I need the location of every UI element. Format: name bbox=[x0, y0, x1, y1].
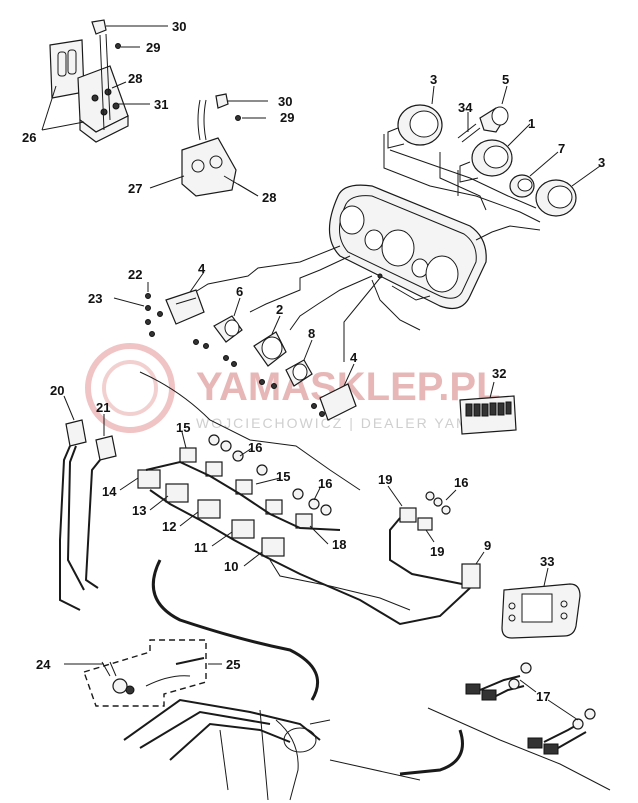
bracket-assembly-left bbox=[41, 19, 168, 143]
callout-23: 23 bbox=[88, 291, 102, 306]
switch-panel bbox=[459, 381, 517, 435]
callout-2: 2 bbox=[276, 302, 283, 317]
callout-13: 13 bbox=[132, 503, 146, 518]
callout-31: 31 bbox=[154, 97, 168, 112]
vehicle-body-outline bbox=[123, 559, 611, 801]
callout-29a: 29 bbox=[146, 40, 160, 55]
watermark-logo bbox=[85, 343, 175, 433]
side-harness bbox=[59, 371, 361, 611]
callout-16b: 16 bbox=[318, 476, 332, 491]
callout-29b: 29 bbox=[280, 110, 294, 125]
callout-28a: 28 bbox=[128, 71, 142, 86]
callout-32: 32 bbox=[492, 366, 506, 381]
callout-30a: 30 bbox=[172, 19, 186, 34]
callout-33: 33 bbox=[540, 554, 554, 569]
callout-19b: 19 bbox=[430, 544, 444, 559]
callout-15a: 15 bbox=[176, 420, 190, 435]
callout-15b: 15 bbox=[276, 469, 290, 484]
callout-25: 25 bbox=[226, 657, 240, 672]
harness-17 bbox=[465, 662, 596, 755]
callout-4a: 4 bbox=[198, 261, 206, 276]
callout-30b: 30 bbox=[278, 94, 292, 109]
watermark: YAMASKLEP.PL WOJCIECHOWICZ | DEALER YAMA… bbox=[85, 343, 504, 433]
harness-brackets bbox=[113, 271, 357, 421]
callout-20: 20 bbox=[50, 383, 64, 398]
callout-3b: 3 bbox=[598, 155, 605, 170]
callout-12: 12 bbox=[162, 519, 176, 534]
callout-27: 27 bbox=[128, 181, 142, 196]
callout-17: 17 bbox=[536, 689, 550, 704]
callout-18: 18 bbox=[332, 537, 346, 552]
callout-11: 11 bbox=[194, 540, 208, 555]
callout-21: 21 bbox=[96, 400, 110, 415]
instrument-panel-housing bbox=[191, 184, 541, 362]
callout-28b: 28 bbox=[262, 190, 276, 205]
callout-16a: 16 bbox=[248, 440, 262, 455]
connector-group bbox=[119, 431, 471, 626]
callout-3a: 3 bbox=[430, 72, 437, 87]
callout-4b: 4 bbox=[350, 350, 358, 365]
gauge-cluster-parts bbox=[383, 85, 601, 223]
callout-10: 10 bbox=[224, 559, 238, 574]
display-unit bbox=[501, 567, 581, 639]
callout-8: 8 bbox=[308, 326, 315, 341]
watermark-subtitle: WOJCIECHOWICZ | DEALER YAMAHA bbox=[196, 415, 504, 431]
callout-22: 22 bbox=[128, 267, 142, 282]
callout-16c: 16 bbox=[454, 475, 468, 490]
callout-14: 14 bbox=[102, 484, 117, 499]
callout-19a: 19 bbox=[378, 472, 392, 487]
callout-9: 9 bbox=[484, 538, 491, 553]
callout-5: 5 bbox=[502, 72, 509, 87]
callout-labels: 30 29 28 31 26 30 29 27 28 3 5 34 1 7 3 … bbox=[22, 19, 605, 704]
callout-6: 6 bbox=[236, 284, 243, 299]
callout-1: 1 bbox=[528, 116, 535, 131]
component-kit bbox=[64, 639, 222, 707]
callout-34: 34 bbox=[458, 100, 473, 115]
callout-7: 7 bbox=[558, 141, 565, 156]
callout-26: 26 bbox=[22, 130, 36, 145]
connector-cluster-right bbox=[387, 485, 485, 589]
bracket-assembly-middle bbox=[149, 93, 268, 197]
callout-24: 24 bbox=[36, 657, 51, 672]
